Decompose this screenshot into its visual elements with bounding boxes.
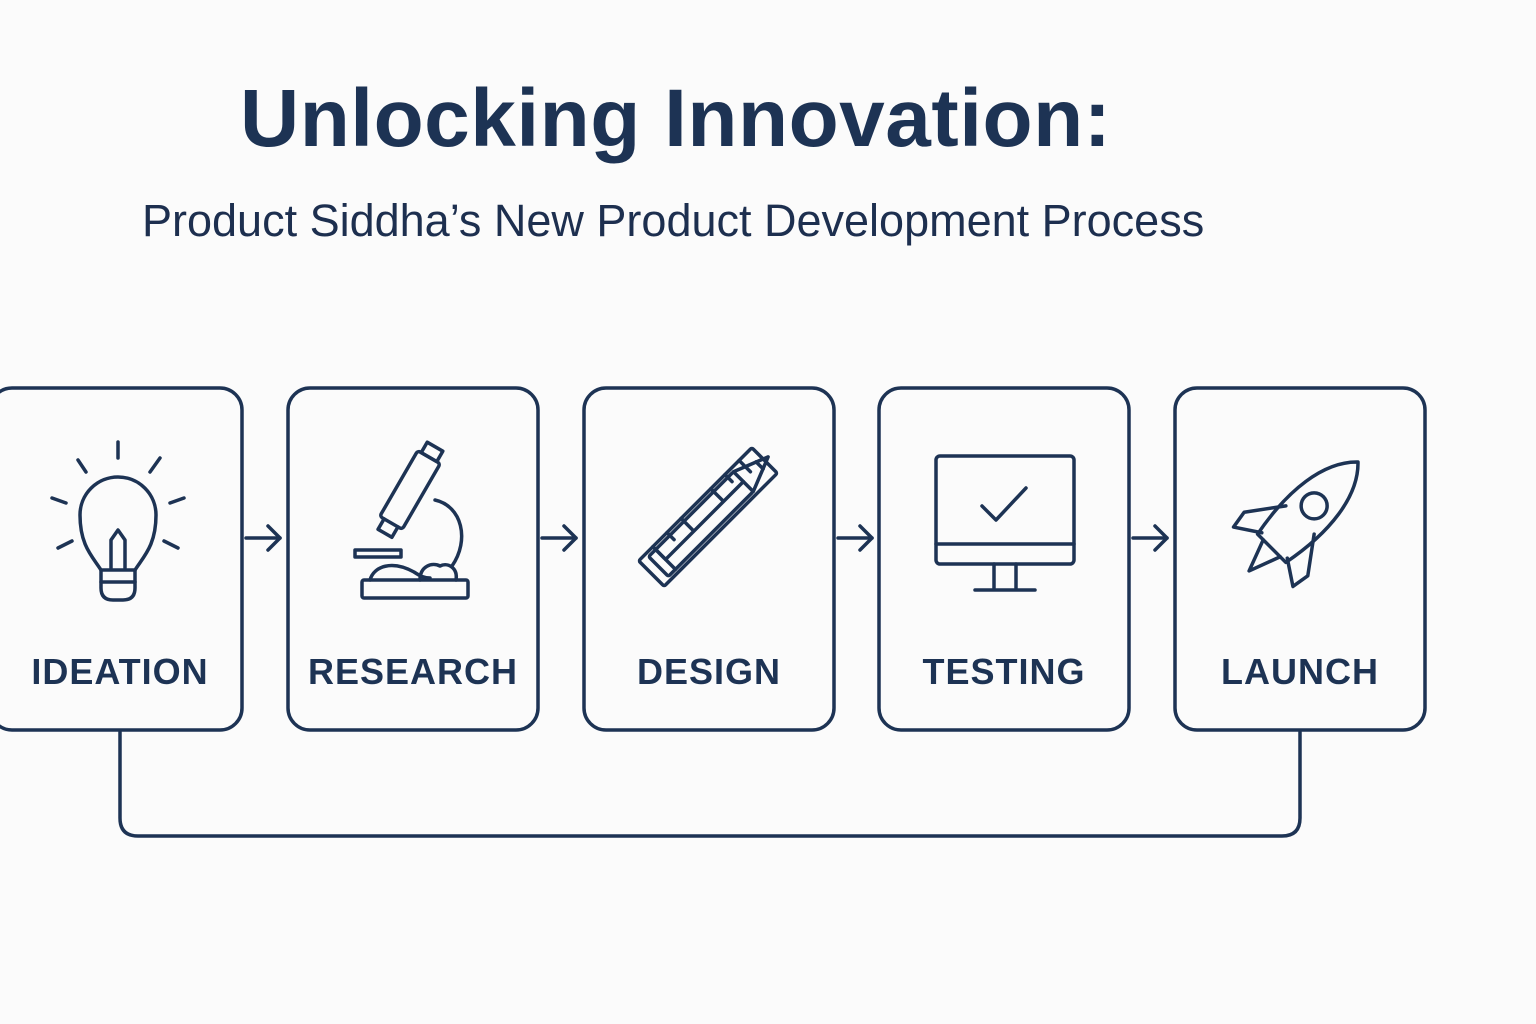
- step-label-research: RESEARCH: [307, 651, 519, 692]
- page-subtitle: Product Siddha’s New Product Development…: [142, 195, 1205, 246]
- monitor-check-icon: [934, 454, 1076, 592]
- page-title: Unlocking Innovation:: [240, 73, 1112, 164]
- microscope-icon: [353, 440, 470, 600]
- arrow-icon: [1131, 524, 1169, 552]
- arrow-icon: [836, 524, 874, 552]
- lightbulb-icon: [50, 440, 186, 602]
- step-box-launch: [1173, 386, 1427, 732]
- step-label-ideation: IDEATION: [31, 651, 209, 692]
- arrow-icon: [244, 524, 282, 552]
- arrow-icon: [540, 524, 578, 552]
- step-box-research: [286, 386, 540, 732]
- rocket-icon: [1231, 460, 1360, 589]
- pencil-ruler-icon: [637, 446, 779, 588]
- step-box-testing: [877, 386, 1131, 732]
- step-box-design: [582, 386, 836, 732]
- step-label-testing: TESTING: [922, 651, 1086, 692]
- step-box-ideation: [0, 386, 244, 732]
- step-label-design: DESIGN: [636, 651, 782, 692]
- feedback-loop-connector: [118, 730, 1302, 838]
- step-label-launch: LAUNCH: [1221, 651, 1379, 692]
